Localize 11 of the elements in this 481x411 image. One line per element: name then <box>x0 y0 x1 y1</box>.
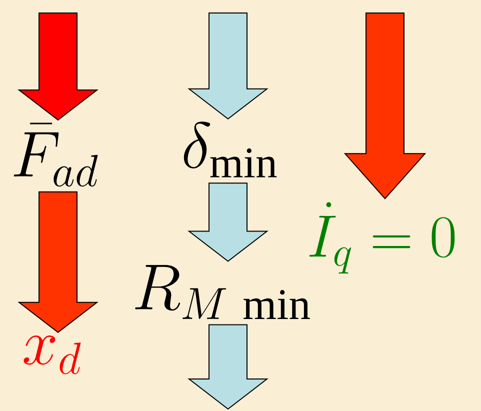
formula: $\bar{F}_{ad}$ <box>14 122 98 187</box>
block-arrow <box>18 12 98 121</box>
formula: $R_{M\,\min}$ <box>135 265 310 319</box>
block-arrow <box>188 12 268 120</box>
block-arrow <box>18 191 98 334</box>
formula: $x_d$ <box>24 336 81 374</box>
block-arrow <box>188 182 268 262</box>
block-arrow <box>344 12 426 200</box>
block-arrow <box>188 324 268 410</box>
formula: $\dot{I}_q = 0$ <box>309 202 455 274</box>
formula: $\delta_{\min}$ <box>184 122 277 178</box>
